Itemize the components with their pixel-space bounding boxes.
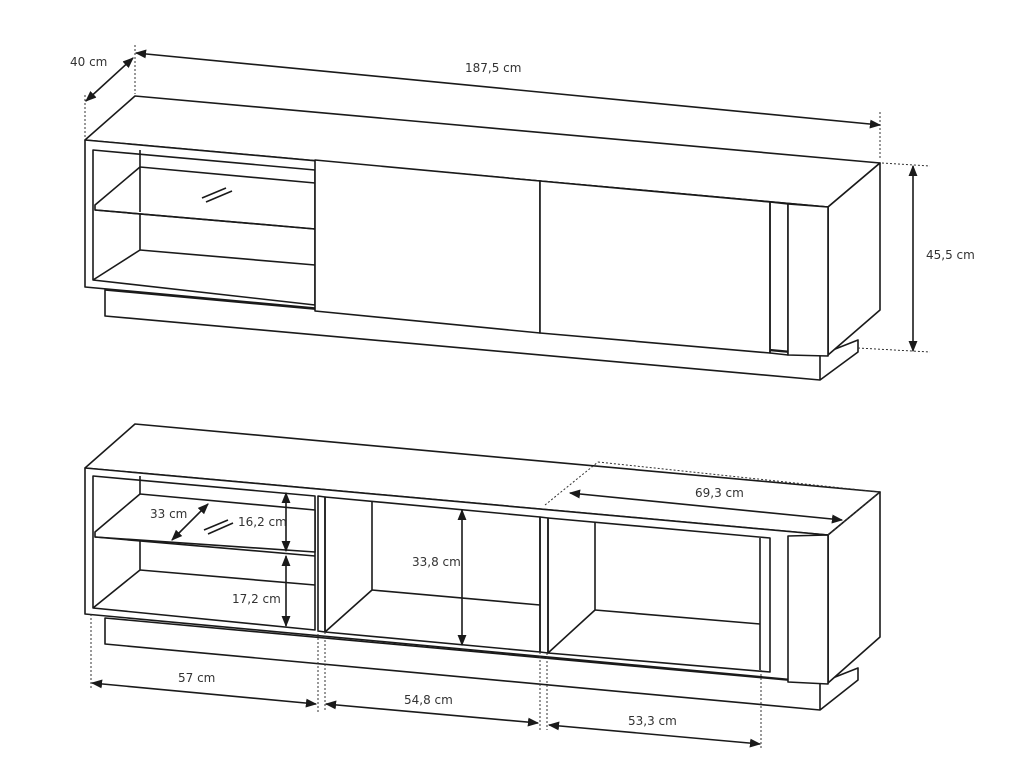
sliding-door-right bbox=[539, 180, 771, 354]
left-section-width-label: 57 cm bbox=[178, 671, 215, 685]
middle-section-width-label: 54,8 cm bbox=[404, 693, 453, 707]
upper-shelf-height-label: 16,2 cm bbox=[238, 515, 287, 529]
right-section-width-label: 53,3 cm bbox=[628, 714, 677, 728]
lower-shelf-height-label: 17,2 cm bbox=[232, 592, 281, 606]
width-label: 187,5 cm bbox=[465, 61, 521, 75]
tv-cabinet-closed bbox=[84, 95, 881, 381]
compartment-height-label: 33,8 cm bbox=[412, 555, 461, 569]
top-dimensions: 40 cm 187,5 cm 45,5 cm bbox=[70, 45, 975, 353]
depth-label: 40 cm bbox=[70, 55, 107, 69]
inner-width-label: 69,3 cm bbox=[695, 486, 744, 500]
sliding-door-left bbox=[314, 159, 541, 334]
shelf-depth-label: 33 cm bbox=[150, 507, 187, 521]
side-panel bbox=[787, 203, 829, 357]
height-label: 45,5 cm bbox=[926, 248, 975, 262]
side-panel bbox=[787, 534, 829, 685]
tv-cabinet-open bbox=[84, 423, 881, 711]
bottom-dimensions: 69,3 cm 33 cm 16,2 cm 17,2 cm 33,8 cm 57… bbox=[90, 486, 844, 748]
